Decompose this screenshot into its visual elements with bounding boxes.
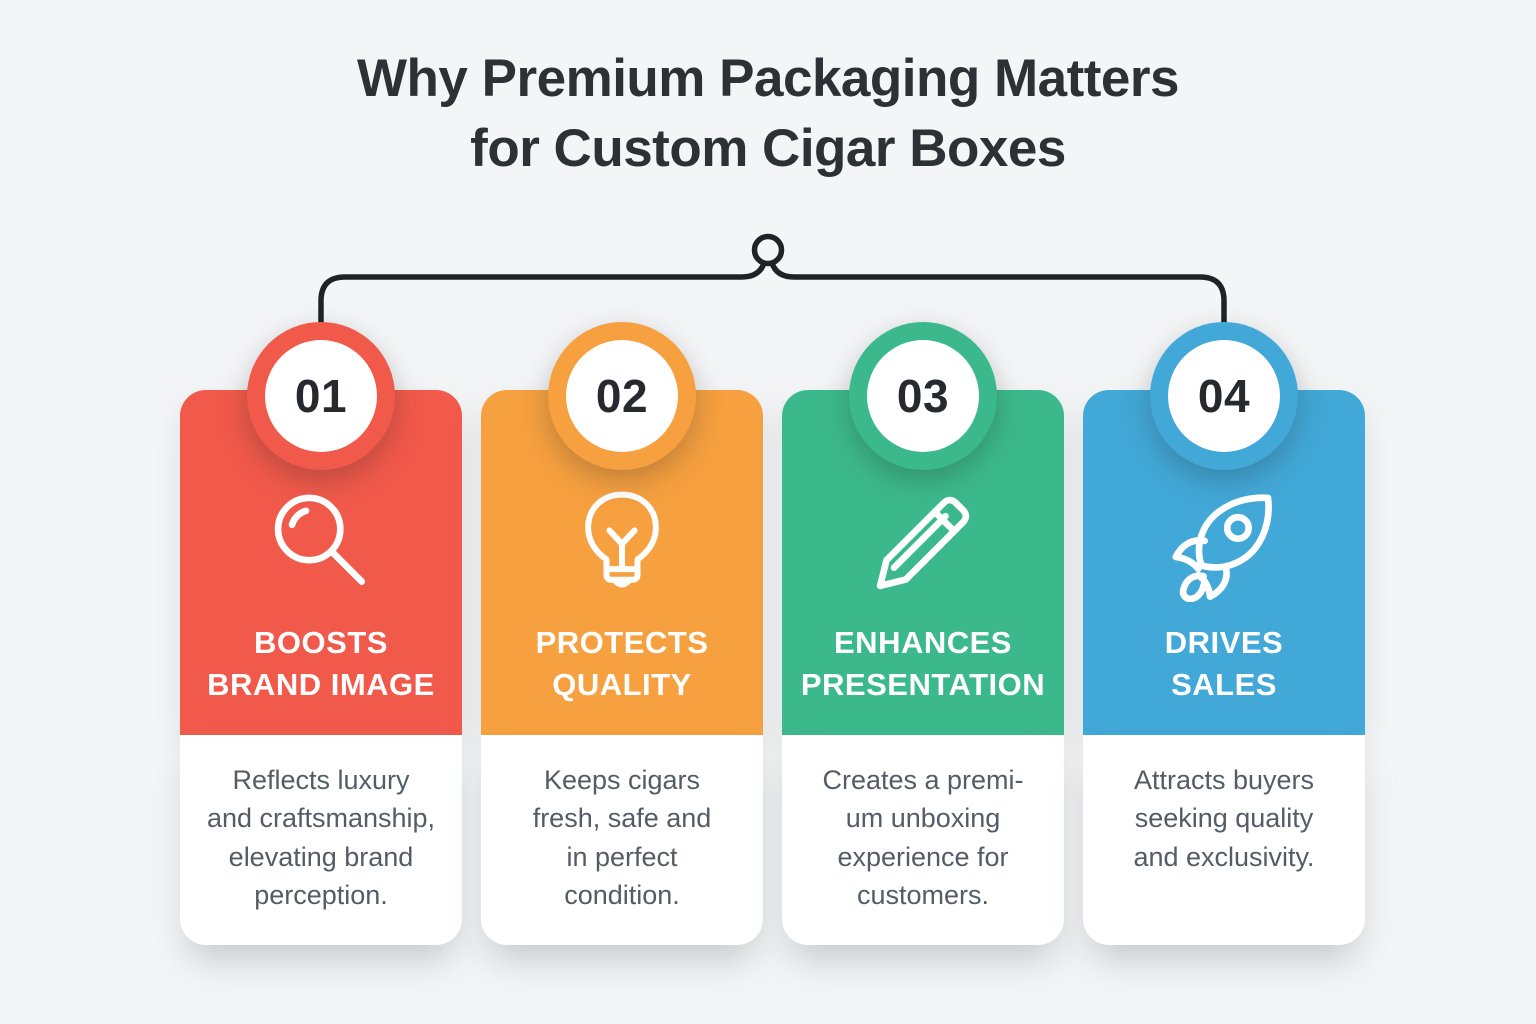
card-row: BOOSTS BRAND IMAGE Reflects luxury and c… — [180, 322, 1365, 945]
card-2-bottom-panel: Keeps cigars fresh, safe and in perfect … — [481, 735, 763, 945]
lightbulb-icon — [585, 491, 659, 588]
card-1-number-badge: 01 — [247, 322, 395, 470]
card-protects-quality: PROTECTS QUALITY Keeps cigars fresh, saf… — [481, 322, 763, 945]
card-3-number: 03 — [896, 370, 950, 422]
card-1-number: 01 — [294, 370, 348, 422]
card-1-bottom-panel: Reflects luxury and craftsmanship, eleva… — [180, 735, 462, 945]
card-3-description: Creates a premi- um unboxing experience … — [822, 765, 1024, 910]
card-drives-sales: DRIVES SALES Attracts buyers seeking qua… — [1083, 322, 1365, 945]
card-2-number-badge: 02 — [548, 322, 696, 470]
card-3-top-panel: ENHANCES PRESENTATION — [782, 390, 1064, 735]
search-icon — [274, 494, 366, 585]
card-4-description: Attracts buyers seeking quality and excl… — [1133, 765, 1315, 872]
card-3-number-badge: 03 — [849, 322, 997, 470]
card-enhances-presentation: ENHANCES PRESENTATION Creates a premi- u… — [782, 322, 1064, 945]
card-2-description: Keeps cigars fresh, safe and in perfect … — [532, 765, 712, 910]
card-4-number: 04 — [1197, 370, 1251, 422]
card-3-heading: ENHANCES PRESENTATION — [800, 625, 1046, 702]
card-boosts-brand-image: BOOSTS BRAND IMAGE Reflects luxury and c… — [180, 322, 462, 945]
card-3-bottom-panel: Creates a premi- um unboxing experience … — [782, 735, 1064, 945]
card-4-heading: DRIVES SALES — [1164, 625, 1284, 702]
card-4-number-badge: 04 — [1150, 322, 1298, 470]
loop-knot-icon — [751, 233, 785, 267]
card-1-description: Reflects luxury and craftsmanship, eleva… — [206, 765, 436, 910]
card-4-bottom-panel: Attracts buyers seeking quality and excl… — [1083, 735, 1365, 945]
page-title: Why Premium Packaging Matters for Custom… — [357, 49, 1179, 178]
card-2-number: 02 — [595, 370, 649, 422]
rocket-icon — [1172, 494, 1272, 602]
pencil-icon — [876, 496, 970, 590]
card-2-heading: PROTECTS QUALITY — [535, 625, 709, 702]
card-1-heading: BOOSTS BRAND IMAGE — [207, 625, 435, 702]
